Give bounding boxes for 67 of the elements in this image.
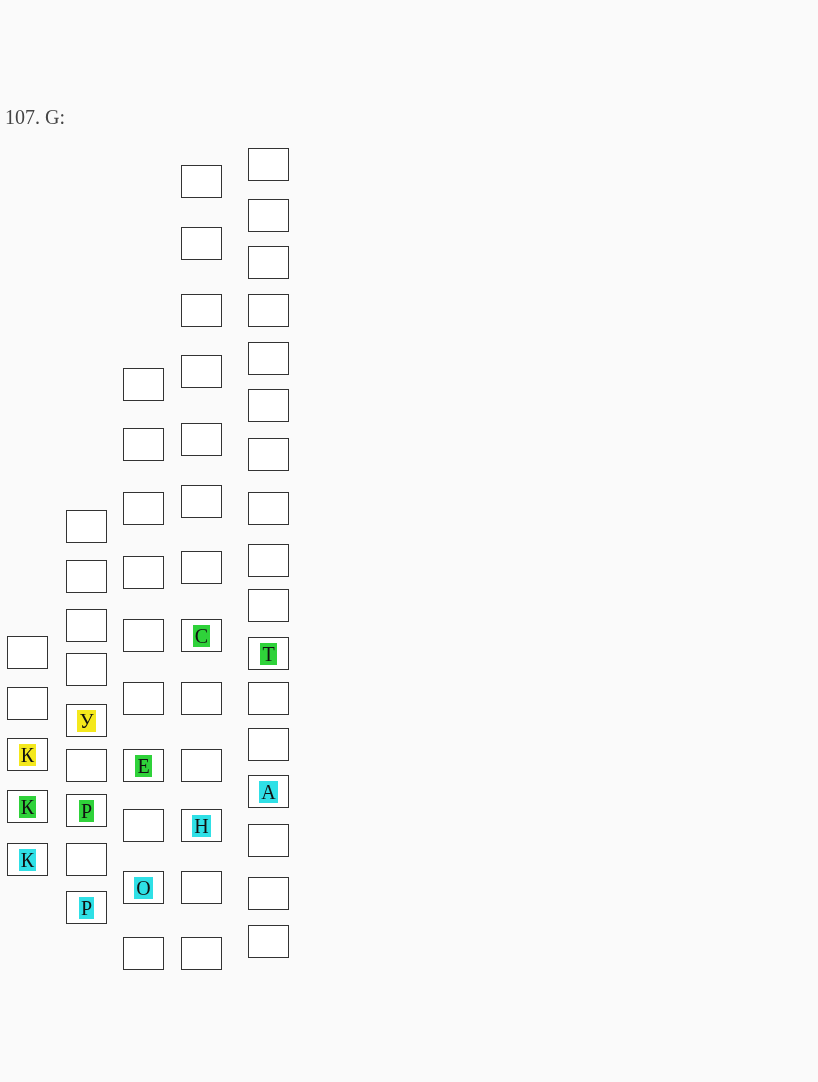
empty-box bbox=[248, 544, 289, 577]
empty-box bbox=[123, 682, 164, 715]
empty-box bbox=[7, 687, 48, 720]
empty-box bbox=[248, 199, 289, 232]
empty-box bbox=[123, 428, 164, 461]
empty-box bbox=[123, 809, 164, 842]
empty-box bbox=[66, 510, 107, 543]
empty-box bbox=[123, 492, 164, 525]
empty-box bbox=[248, 877, 289, 910]
letter: Е bbox=[135, 754, 152, 777]
empty-box bbox=[66, 843, 107, 876]
letter: Р bbox=[78, 799, 95, 822]
empty-box bbox=[123, 937, 164, 970]
empty-box bbox=[181, 749, 222, 782]
empty-box bbox=[181, 485, 222, 518]
letter: К bbox=[18, 743, 37, 766]
letter-box bbox=[7, 738, 48, 771]
empty-box bbox=[248, 589, 289, 622]
letter: Р bbox=[78, 896, 95, 919]
empty-box bbox=[66, 609, 107, 642]
empty-box bbox=[123, 619, 164, 652]
empty-box bbox=[181, 937, 222, 970]
letter: С bbox=[192, 624, 211, 647]
letter-box bbox=[66, 794, 107, 827]
empty-box bbox=[181, 551, 222, 584]
letter: Т bbox=[260, 642, 277, 665]
letter-box bbox=[123, 749, 164, 782]
letter-box bbox=[248, 637, 289, 670]
empty-box bbox=[7, 636, 48, 669]
empty-box bbox=[181, 294, 222, 327]
empty-box bbox=[248, 682, 289, 715]
empty-box bbox=[248, 824, 289, 857]
empty-box bbox=[66, 560, 107, 593]
exercise-title: 107. G: bbox=[5, 106, 65, 129]
empty-box bbox=[248, 492, 289, 525]
empty-box bbox=[181, 165, 222, 198]
empty-box bbox=[181, 871, 222, 904]
empty-box bbox=[248, 728, 289, 761]
empty-box bbox=[123, 556, 164, 589]
empty-box bbox=[181, 355, 222, 388]
letter: К bbox=[18, 848, 37, 871]
empty-box bbox=[248, 925, 289, 958]
empty-box bbox=[181, 423, 222, 456]
empty-box bbox=[248, 294, 289, 327]
letter: У bbox=[77, 709, 96, 732]
letter: О bbox=[134, 876, 153, 899]
letter-box bbox=[181, 619, 222, 652]
letter-box bbox=[66, 704, 107, 737]
letter-box bbox=[66, 891, 107, 924]
letter-box bbox=[123, 871, 164, 904]
letter-box bbox=[7, 843, 48, 876]
empty-box bbox=[248, 342, 289, 375]
letter-box bbox=[181, 809, 222, 842]
empty-box bbox=[181, 227, 222, 260]
empty-box bbox=[66, 749, 107, 782]
empty-box bbox=[248, 389, 289, 422]
empty-box bbox=[248, 148, 289, 181]
letter: Н bbox=[192, 814, 211, 837]
empty-box bbox=[248, 438, 289, 471]
letter-box bbox=[248, 775, 289, 808]
letter-box bbox=[7, 790, 48, 823]
empty-box bbox=[248, 246, 289, 279]
letter: К bbox=[18, 795, 37, 818]
empty-box bbox=[123, 368, 164, 401]
empty-box bbox=[66, 653, 107, 686]
empty-box bbox=[181, 682, 222, 715]
letter: А bbox=[259, 780, 278, 803]
